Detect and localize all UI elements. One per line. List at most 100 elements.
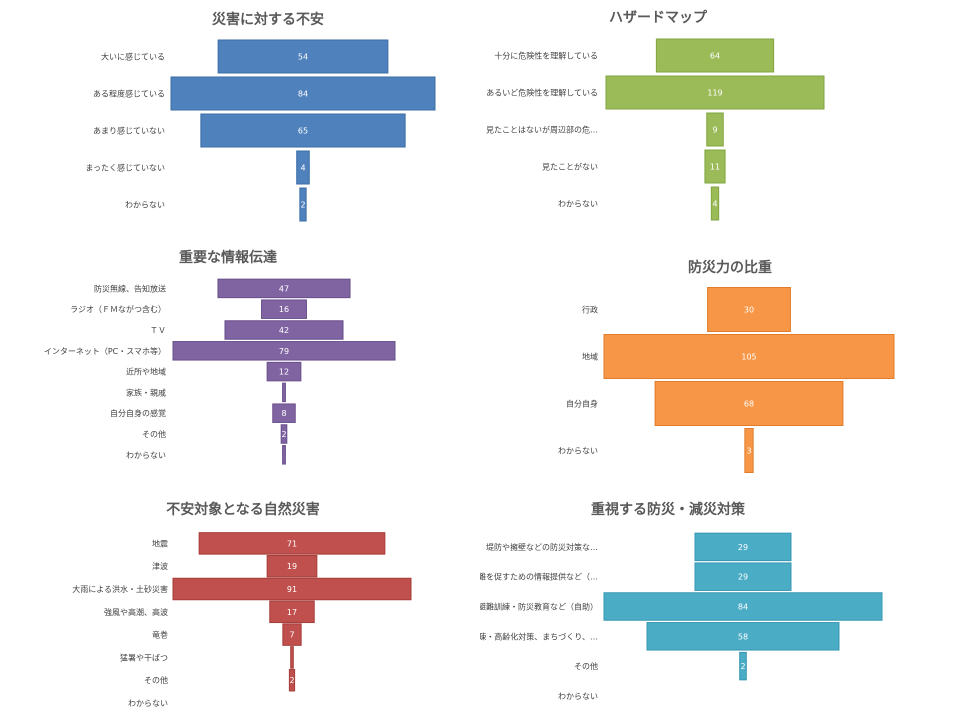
bar-row-2 [224,320,344,340]
data-label: 4 [300,164,305,173]
chart-svg: 重要な情報伝達47防災無線、告知放送16ラジオ（ＦＭながつ含む）42ＴＶ79イン… [44,249,396,465]
bar-row-3 [296,150,310,185]
category-label: その他 [144,675,168,685]
chart-svg: ハザードマップ64十分に危険性を理解している119あるいど危険性を理解している9… [486,10,825,221]
category-label: 過疎・高齢化対策、まちづくり、… [480,631,598,641]
category-label: 竜巻 [152,630,168,640]
bar-row-1 [261,299,307,319]
category-label: 見たことがない [542,162,598,172]
category-label: 津波 [152,561,168,571]
category-label: わからない [125,201,165,210]
data-label: 2 [289,676,294,685]
bar-row-2 [200,113,406,148]
category-label: 大いに感じている [101,52,165,62]
chart-svg: 災害に対する不安54大いに感じている84ある程度感じている65あまり感じていない… [85,11,436,222]
data-label: 30 [744,306,754,315]
chart-svg: 不安対象となる自然災害 71 地震 19 津波 91 大雨による洪水・土砂災害 17 強風や高潮… [72,501,412,708]
bar-row-4 [266,361,302,382]
bar-row-5 [282,382,286,403]
bar-row-8 [282,445,286,465]
bar-row-3 [269,600,315,624]
category-label: ＴＶ [150,326,166,335]
category-label: まったく感じていない [85,163,165,173]
data-label: 29 [738,543,748,552]
chart-title: 重視する防災・減災対策 [591,501,746,518]
bar-row-1 [603,334,895,379]
data-label: 4 [712,200,717,209]
category-label: 見たことはないが周辺部の危… [486,125,598,135]
data-label: 105 [741,353,756,362]
bar-row-4 [282,623,302,646]
data-label: 19 [287,562,297,571]
category-label: その他 [142,429,166,439]
category-label: 猛暑や干ばつ [120,652,168,662]
chart-title: 不安対象となる自然災害 [166,501,320,518]
bar-row-0 [217,278,351,299]
category-label: 避難を促すための情報提供など（… [480,572,598,582]
chart-title: 重要な情報伝達 [179,249,277,266]
data-label: 65 [298,127,308,136]
funnel-chart-natural-disasters: 不安対象となる自然災害 71 地震 19 津波 91 大雨による洪水・土砂災害 17 強風や高潮… [0,490,480,720]
bar-row-0 [707,287,791,332]
category-label: わからない [558,447,598,456]
bar-row-0 [217,39,389,74]
bar-row-2 [706,112,724,147]
data-label: 7 [289,631,294,640]
category-label: インターネット（PC・スマホ等） [44,346,166,356]
data-label: 3 [746,447,751,456]
category-label: 自分自身の感覚 [110,408,166,418]
funnel-chart-countermeasures: 重視する防災・減災対策 29 堤防や擁壁などの防災対策な… 29 避難を促すための情報提… [480,490,960,720]
bar-row-6 [272,403,296,423]
category-label: 地域 [582,352,598,362]
category-label: 強風や高潮、高波 [104,607,168,617]
bar-row-2 [172,577,412,601]
category-label: わからない [558,692,598,701]
data-label: 2 [740,662,745,671]
category-label: わからない [558,200,598,209]
category-label: 地震 [152,538,168,548]
category-label: 十分に危険性を理解している [494,51,598,61]
bar-row-2 [654,381,844,426]
category-label: あるいど危険性を理解している [486,88,598,98]
data-label: 79 [279,347,289,356]
category-label: わからない [128,699,168,708]
bar-row-3 [646,622,840,651]
data-label: 11 [710,163,720,172]
category-label: あまり感じていない [93,126,165,136]
bar-row-2 [603,592,883,621]
category-label: 堤防や擁壁などの防災対策な… [486,542,598,552]
category-label: 家族・親戚 [126,387,166,397]
chart-svg: 重視する防災・減災対策 29 堤防や擁壁などの防災対策な… 29 避難を促すための情報提… [480,501,883,701]
data-label: 8 [281,409,286,418]
data-label: 71 [287,539,297,548]
data-label: 2 [281,430,286,439]
data-label: 17 [287,608,297,617]
category-label: 避難訓練・防災教育など（自助） [480,602,598,612]
bar-row-3 [172,341,396,361]
data-label: 91 [287,585,297,594]
bar-row-1 [605,75,825,110]
category-label: 大雨による洪水・土砂災害 [72,584,168,594]
data-label: 2 [300,201,305,210]
data-label: 84 [738,603,748,612]
bar-row-1 [694,562,792,591]
bar-row-6 [288,668,296,692]
category-label: 近所や地域 [126,367,166,377]
chart-title: 災害に対する不安 [212,11,324,28]
bar-row-1 [266,554,318,578]
data-label: 16 [279,305,289,314]
data-label: 29 [738,573,748,582]
bar-row-4 [299,187,307,222]
data-label: 9 [712,126,717,135]
category-label: ある程度感じている [93,89,165,99]
bar-row-3 [744,428,754,473]
bar-row-0 [655,38,775,73]
category-label: わからない [126,451,166,460]
category-label: 自分自身 [566,399,598,409]
bar-row-3 [704,149,726,184]
category-label: 行政 [582,305,598,315]
